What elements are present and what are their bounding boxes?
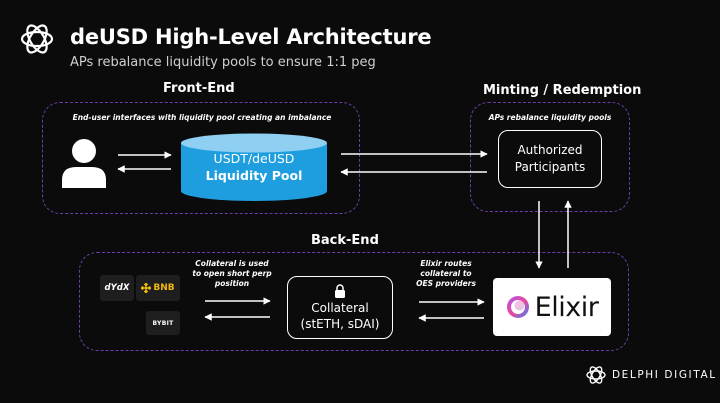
binance-icon: [141, 283, 152, 293]
authorized-participants-box: Authorized Participants: [498, 130, 602, 188]
minting-group: [470, 102, 630, 212]
footer-brand: DELPHI DIGITAL: [612, 369, 717, 381]
bybit-logo: BYBIT: [146, 311, 180, 335]
collateral-box: Collateral (stETH, sDAI): [287, 276, 393, 339]
frontend-heading: Front-End: [163, 81, 235, 96]
ap-label-line1: Authorized: [517, 143, 583, 157]
elixir-logo-icon: [506, 296, 529, 318]
delphi-logo-icon: [586, 366, 606, 384]
pool-label-line2: Liquidity Pool: [205, 168, 303, 183]
backend-right-note: Elixir routes collateral to OES provider…: [416, 259, 476, 289]
minting-note: APs rebalance liquidity pools: [488, 113, 612, 122]
page-subtitle: APs rebalance liquidity pools to ensure …: [70, 55, 376, 70]
backend-left-note: Collateral is used to open short perp po…: [192, 259, 272, 289]
collateral-label-line2: (stETH, sDAI): [300, 316, 380, 331]
backend-group: [79, 252, 629, 351]
dydx-logo: dYdX: [100, 275, 134, 301]
backend-heading: Back-End: [311, 233, 379, 248]
frontend-group: [42, 102, 360, 214]
lock-icon: [335, 283, 345, 298]
liquidity-pool-label: USDT/deUSD Liquidity Pool: [180, 150, 328, 184]
user-icon: [62, 139, 106, 188]
pool-label-line1: USDT/deUSD: [213, 151, 295, 166]
page-title: deUSD High-Level Architecture: [70, 25, 432, 49]
minting-heading: Minting / Redemption: [483, 83, 642, 98]
collateral-label-line1: Collateral: [311, 300, 369, 315]
elixir-label: Elixir: [534, 291, 599, 323]
logo-icon: [20, 24, 54, 54]
liquidity-pool-cylinder: [181, 133, 327, 201]
ap-label-line2: Participants: [514, 160, 586, 174]
elixir-box: Elixir: [493, 278, 611, 336]
bnb-logo: BNB: [136, 275, 180, 301]
frontend-note: End-user interfaces with liquidity pool …: [72, 113, 332, 122]
